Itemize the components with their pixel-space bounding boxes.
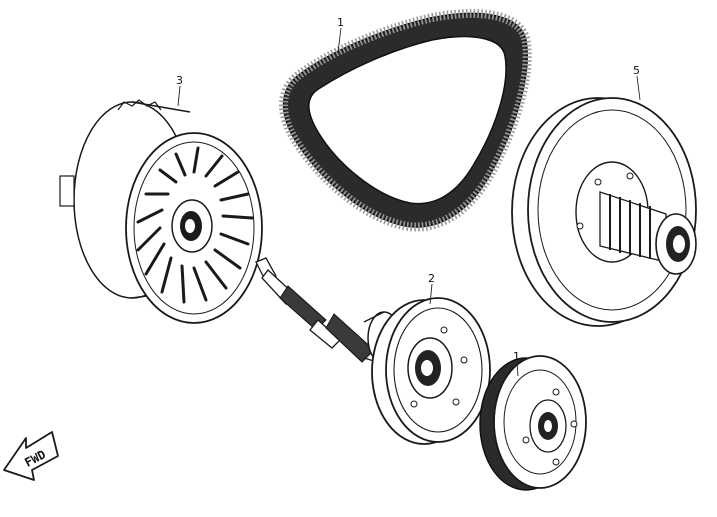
driven-pulley [511, 97, 697, 327]
leader-lines [177, 27, 641, 377]
part-number-clutch-shoe: 1 [513, 350, 520, 363]
clutch-cover [371, 297, 491, 445]
part-number-driven-pulley: 5 [633, 64, 640, 77]
part-number-clutch-cover: 2 [428, 272, 435, 285]
forward-direction-arrow: FWD [3, 431, 59, 481]
drive-belt [279, 8, 532, 232]
cooling-fins [136, 146, 254, 304]
part-number-belt: 1 [337, 16, 344, 29]
part-number-drive-pulley: 3 [176, 74, 183, 87]
clutch-shoe-assembly [479, 355, 587, 491]
drive-pulley [59, 99, 263, 324]
